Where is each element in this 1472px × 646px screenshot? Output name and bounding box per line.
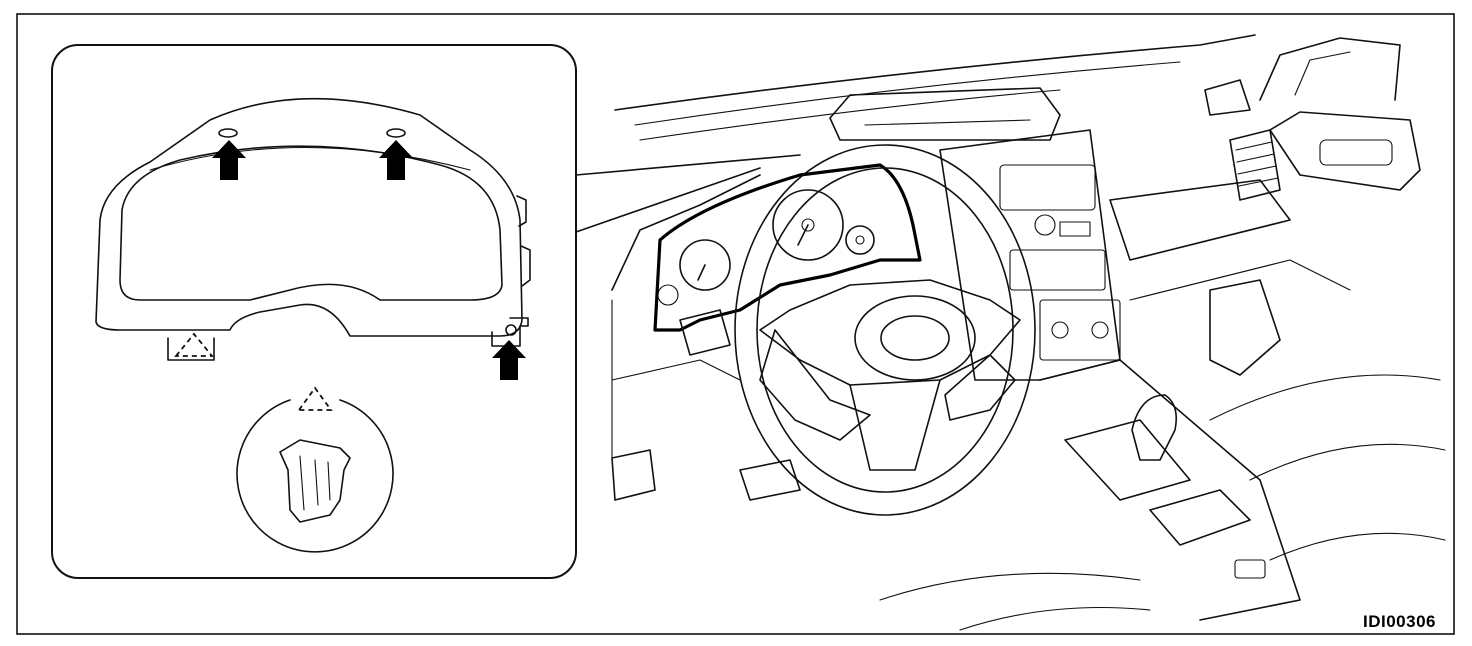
bottom-spoke (849, 379, 941, 471)
right-vent (1229, 129, 1281, 201)
console-button (1234, 559, 1266, 579)
visor-tab-lower (520, 245, 531, 287)
dashboard-top (614, 34, 1256, 111)
door-handle (1319, 139, 1393, 166)
meter-visor-highlight (653, 163, 922, 332)
emblem (880, 315, 950, 361)
center-stack (939, 129, 1121, 381)
seat-back (1209, 374, 1441, 421)
tachometer (679, 239, 731, 291)
lower-clip-dashed-marker (174, 332, 214, 357)
clip-detail (236, 386, 394, 553)
fuel-gauge (845, 225, 875, 255)
screw-arrow (492, 340, 526, 380)
clip-arrow-left (212, 140, 246, 180)
outer-border (16, 13, 1455, 635)
right-pillar (1259, 37, 1401, 101)
climate-controls (1039, 299, 1121, 361)
clip-arrow-right (379, 140, 413, 180)
screw-hole (505, 324, 517, 336)
center-vent (829, 87, 1061, 141)
steering-wheel-rim (734, 144, 1036, 516)
figure-id-label: IDI00306 (1363, 612, 1436, 631)
speedometer (772, 189, 844, 261)
steering-hub (759, 279, 1021, 386)
callout-leader-top (575, 154, 801, 176)
driver-seat (879, 572, 1141, 601)
detail-circle (236, 399, 394, 553)
steering-wheel-rim-inner (756, 167, 1014, 493)
callout-leader-bottom (575, 167, 761, 233)
visor-lower-clip (167, 337, 215, 361)
turn-signal-stalk (679, 309, 731, 356)
visor-inner (119, 145, 503, 301)
vehicle-interior (611, 34, 1446, 631)
clip-hole-right (386, 128, 406, 138)
combination-meter-visor (95, 97, 531, 361)
passenger-dash (1109, 179, 1291, 261)
window-switch-panel (1149, 489, 1251, 546)
detail-dashed-marker (297, 386, 333, 411)
left-vent (611, 449, 656, 501)
left-dash (611, 174, 761, 291)
right-speaker (1204, 79, 1251, 116)
hvac-panel (1009, 249, 1106, 291)
audio-unit (999, 164, 1096, 211)
clip-body (279, 439, 351, 523)
shift-lever (1131, 394, 1178, 461)
audio-knob (1034, 214, 1056, 236)
pedal-area (739, 459, 801, 501)
passenger-vent-lower (1209, 279, 1281, 376)
clip-hole-left (218, 128, 238, 138)
screw-bracket (491, 317, 529, 347)
visor-rim (149, 147, 471, 171)
door-handle-area (1269, 111, 1421, 191)
detail-callout (51, 44, 801, 579)
visor-tab-upper (516, 195, 527, 227)
steering-wheel (734, 144, 1036, 516)
callout-box (51, 44, 577, 579)
shift-gate (1064, 419, 1191, 501)
airbag-cover (854, 295, 976, 381)
lower-left-spoke (759, 329, 871, 441)
lower-right-spoke (944, 354, 1016, 421)
visor-outer (95, 97, 523, 337)
center-console (1039, 359, 1301, 621)
